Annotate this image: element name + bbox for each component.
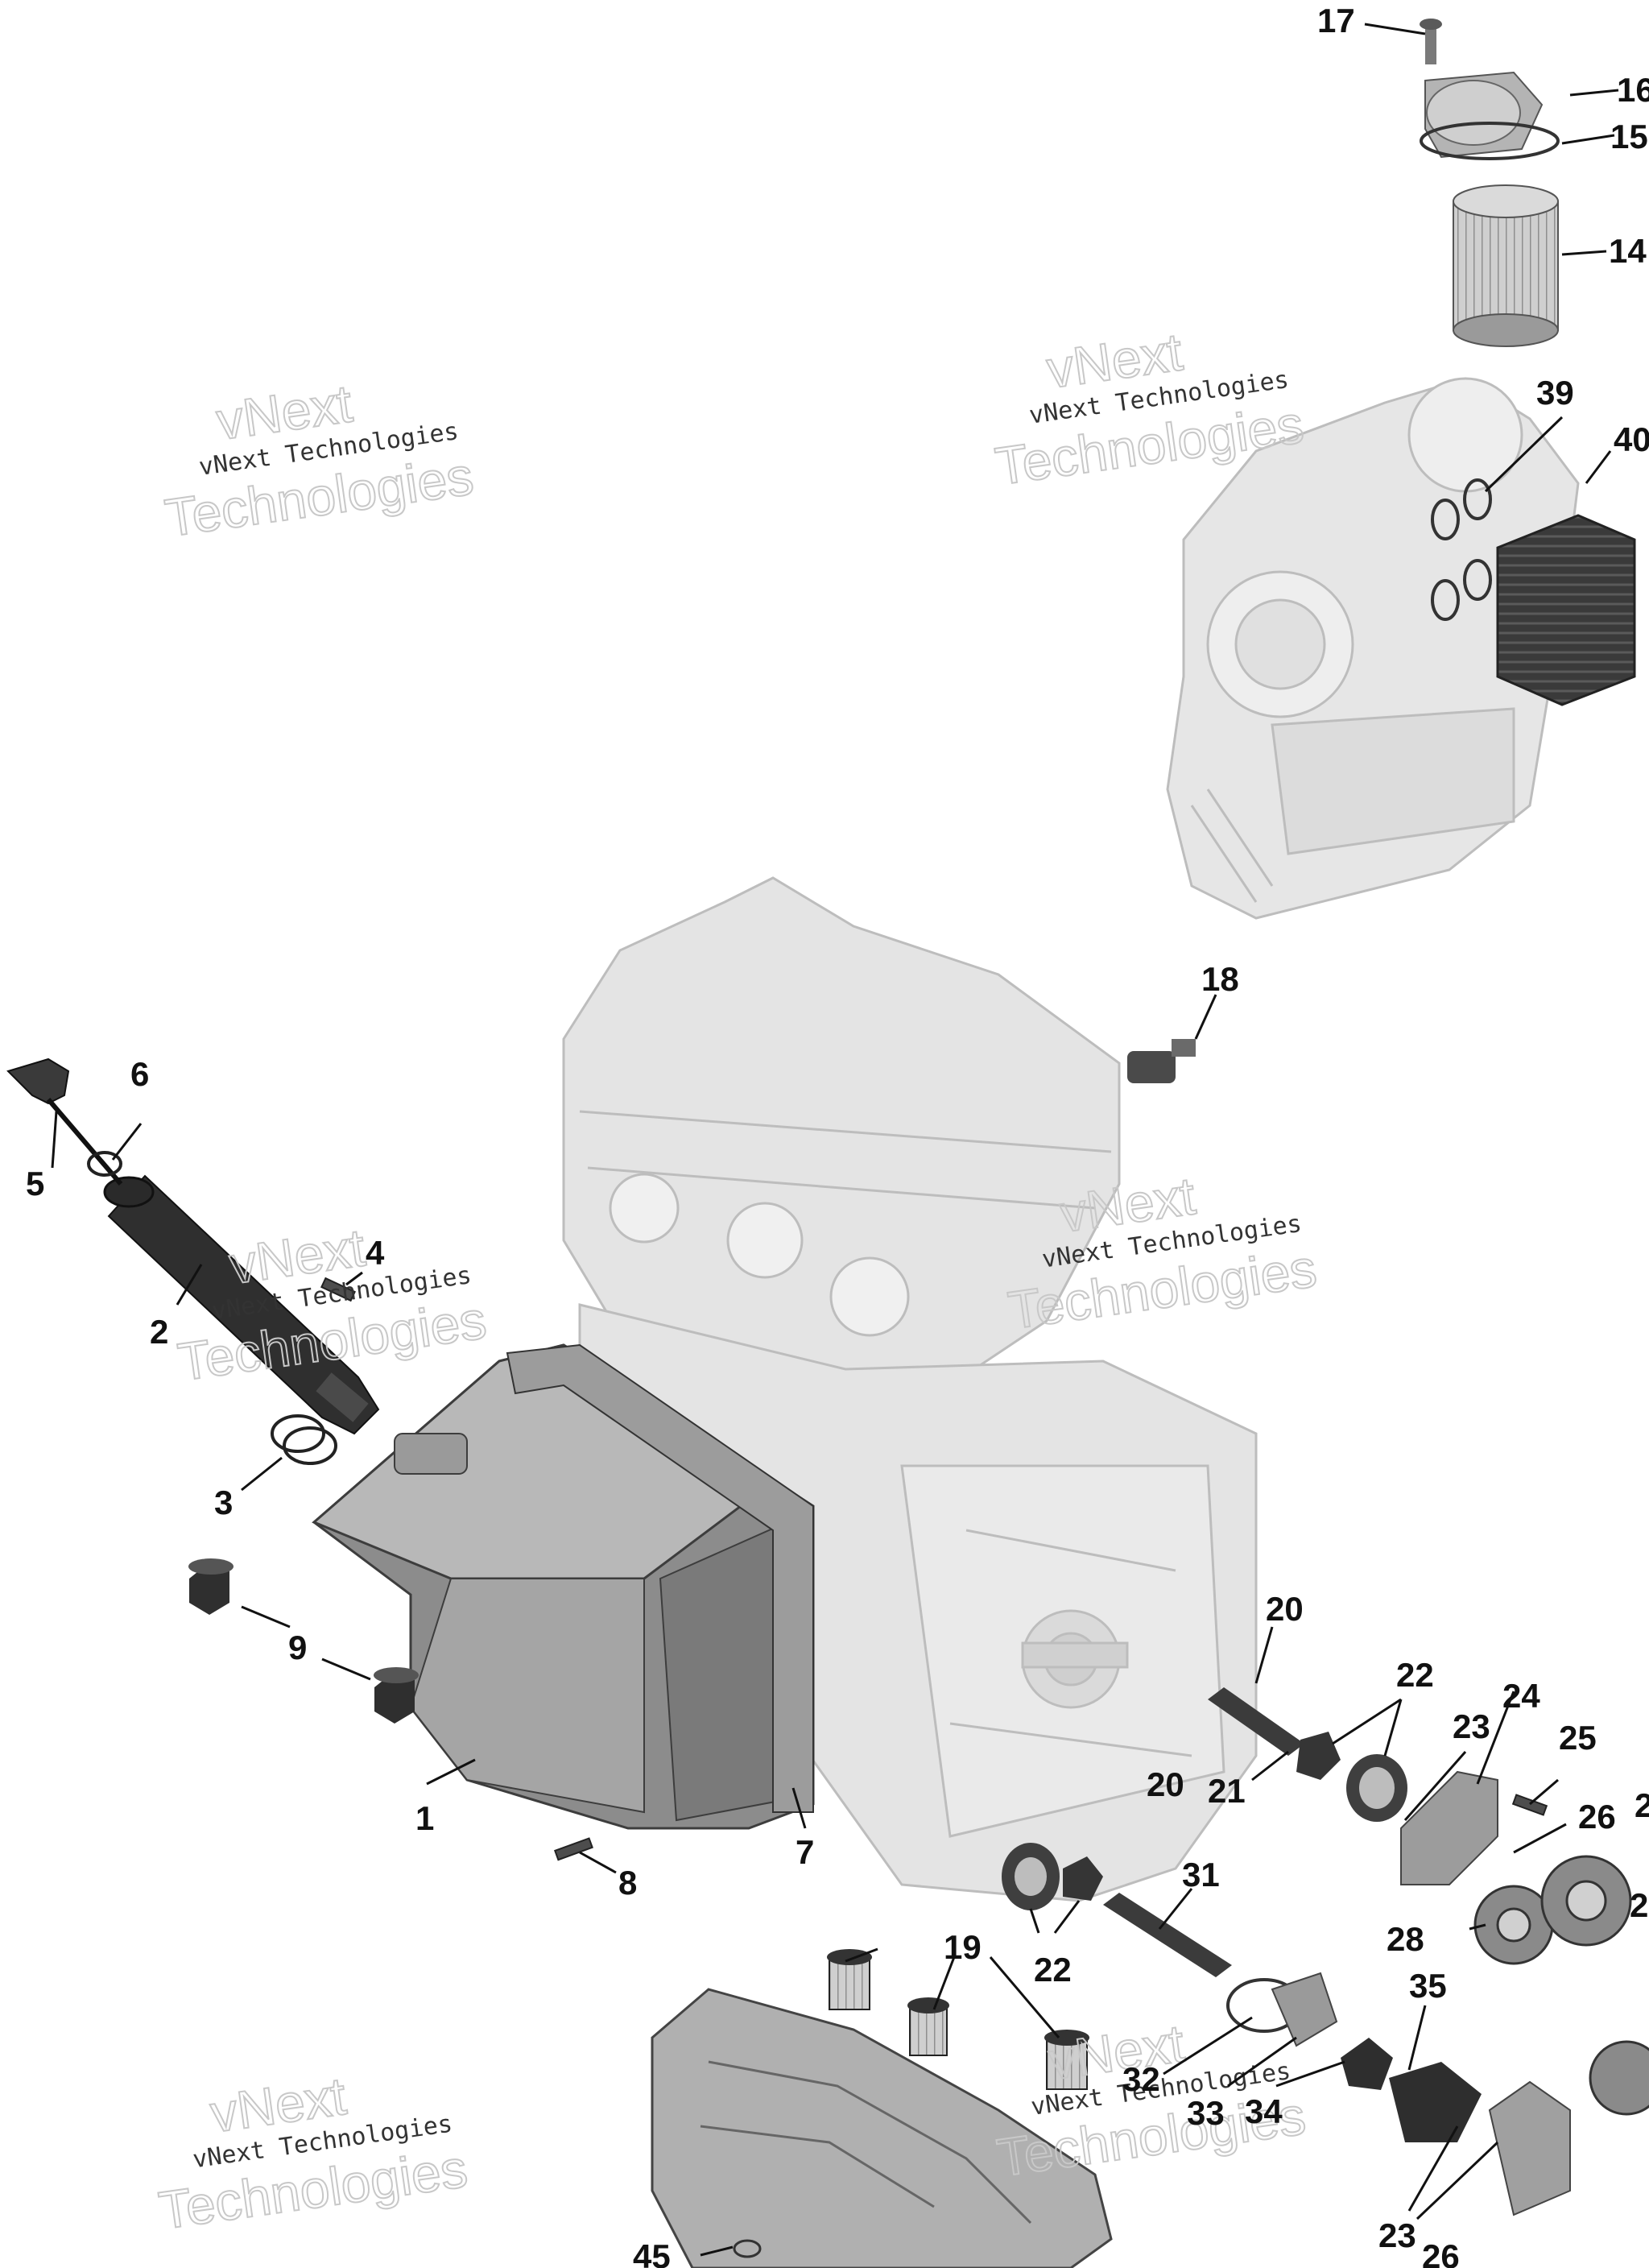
callout-1: 1 [415, 1799, 434, 1837]
oil-pump-housing-upper [1400, 1770, 1498, 1885]
ghost-magneto-cover [1166, 377, 1580, 920]
callout-2: 2 [150, 1313, 168, 1351]
callout-21: 21 [1208, 1772, 1246, 1810]
watermark-5: vNext vNext Technologies Technologies [155, 2065, 472, 2241]
callout-17: 17 [1317, 2, 1355, 39]
callout-22b: 22 [1034, 1951, 1072, 1989]
oil-pan-gasket [506, 1343, 814, 1813]
dipstick [6, 1057, 123, 1186]
oil-cooler-gaskets [1431, 478, 1492, 621]
callout-24: 24 [1502, 1677, 1540, 1715]
callout-7: 7 [796, 1833, 814, 1871]
callout-8: 8 [618, 1864, 637, 1902]
callout-3: 3 [214, 1484, 233, 1521]
callout-40: 40 [1614, 420, 1649, 458]
callout-45: 45 [633, 2237, 671, 2268]
callout-26b: 26 [1422, 2237, 1460, 2268]
watermark-3: vNext vNext Technologies Technologies [173, 1216, 490, 1393]
callout-32: 32 [1122, 2060, 1160, 2098]
oil-cooler [1496, 514, 1636, 706]
callout-22a: 22 [1396, 1656, 1434, 1694]
oil-pump-shaft-upper [1208, 1687, 1304, 1756]
callout-27: 27 [1635, 1786, 1649, 1824]
oil-filter-assembly [1420, 19, 1560, 347]
callout-29: 29 [1630, 1886, 1649, 1924]
callout-9: 9 [288, 1629, 307, 1666]
callout-15: 15 [1610, 118, 1648, 155]
oil-pressure-sensor [1127, 1039, 1196, 1083]
oil-strainers [827, 1949, 1089, 2090]
callout-6: 6 [130, 1055, 149, 1093]
callout-23a: 23 [1453, 1707, 1490, 1745]
callout-25: 25 [1559, 1719, 1597, 1757]
callout-4: 4 [366, 1234, 385, 1272]
callout-39: 39 [1536, 374, 1574, 412]
callout-labels: 1 2 3 4 5 6 7 8 9 14 15 16 17 18 19 20 2… [26, 2, 1649, 2268]
callout-20a: 20 [1266, 1590, 1304, 1628]
baffle-plate [651, 1988, 1113, 2268]
oil-pump-shaft-lower [1103, 1893, 1232, 1977]
callout-28: 28 [1387, 1920, 1424, 1958]
callout-23b: 23 [1378, 2216, 1416, 2254]
watermark-1: vNext vNext Technologies Technologies [160, 372, 477, 548]
callout-5: 5 [26, 1165, 44, 1202]
callout-20b: 20 [1147, 1765, 1184, 1803]
dipstick-tube [103, 1174, 380, 1435]
watermark-2: vNext vNext Technologies Technologies [991, 321, 1308, 497]
callout-14: 14 [1609, 232, 1647, 270]
callout-19: 19 [944, 1928, 982, 1966]
oil-pump-rotors-upper [1296, 1732, 1407, 1822]
callout-16: 16 [1617, 71, 1649, 109]
drain-plugs [188, 1558, 419, 1724]
gears [1473, 1855, 1649, 2116]
fasteners [320, 1277, 1548, 1861]
oil-pump-rotors-lower [1002, 1843, 1103, 1910]
callout-34: 34 [1245, 2092, 1283, 2130]
leader-lines [51, 23, 1619, 2257]
callout-31: 31 [1182, 1856, 1220, 1893]
scavenge-pump-parts [1226, 1972, 1571, 2216]
washer-45 [733, 2239, 762, 2258]
callout-18: 18 [1201, 960, 1239, 998]
callout-35: 35 [1409, 1967, 1447, 2005]
callout-33: 33 [1187, 2094, 1225, 2132]
callout-26a: 26 [1578, 1798, 1616, 1836]
o-rings [87, 1151, 337, 1465]
watermark-6: vNext vNext Technologies Technologies [993, 2012, 1310, 2188]
ghost-engine-block [562, 876, 1258, 1902]
